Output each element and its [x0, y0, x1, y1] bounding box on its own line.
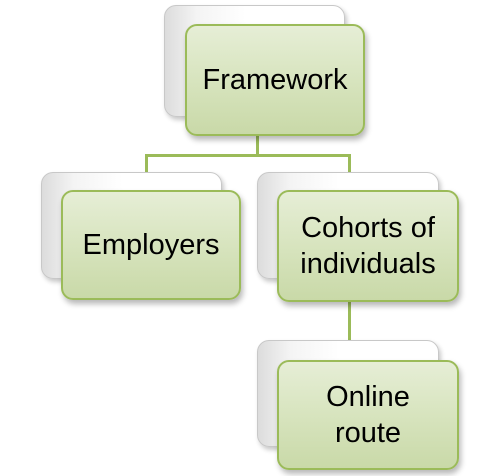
framework-node: Framework — [185, 24, 365, 136]
employers-node: Employers — [61, 190, 241, 300]
connector-horizontal-bar — [145, 154, 350, 157]
cohorts-node: Cohorts of individuals — [277, 190, 459, 302]
connector-framework-down — [256, 136, 259, 156]
connector-cohorts-to-online — [348, 301, 351, 363]
online-route-label: Online route — [326, 381, 410, 449]
framework-label: Framework — [202, 64, 348, 96]
cohorts-label: Cohorts of individuals — [300, 212, 436, 280]
employers-label: Employers — [82, 229, 220, 261]
online-route-node: Online route — [277, 360, 459, 470]
